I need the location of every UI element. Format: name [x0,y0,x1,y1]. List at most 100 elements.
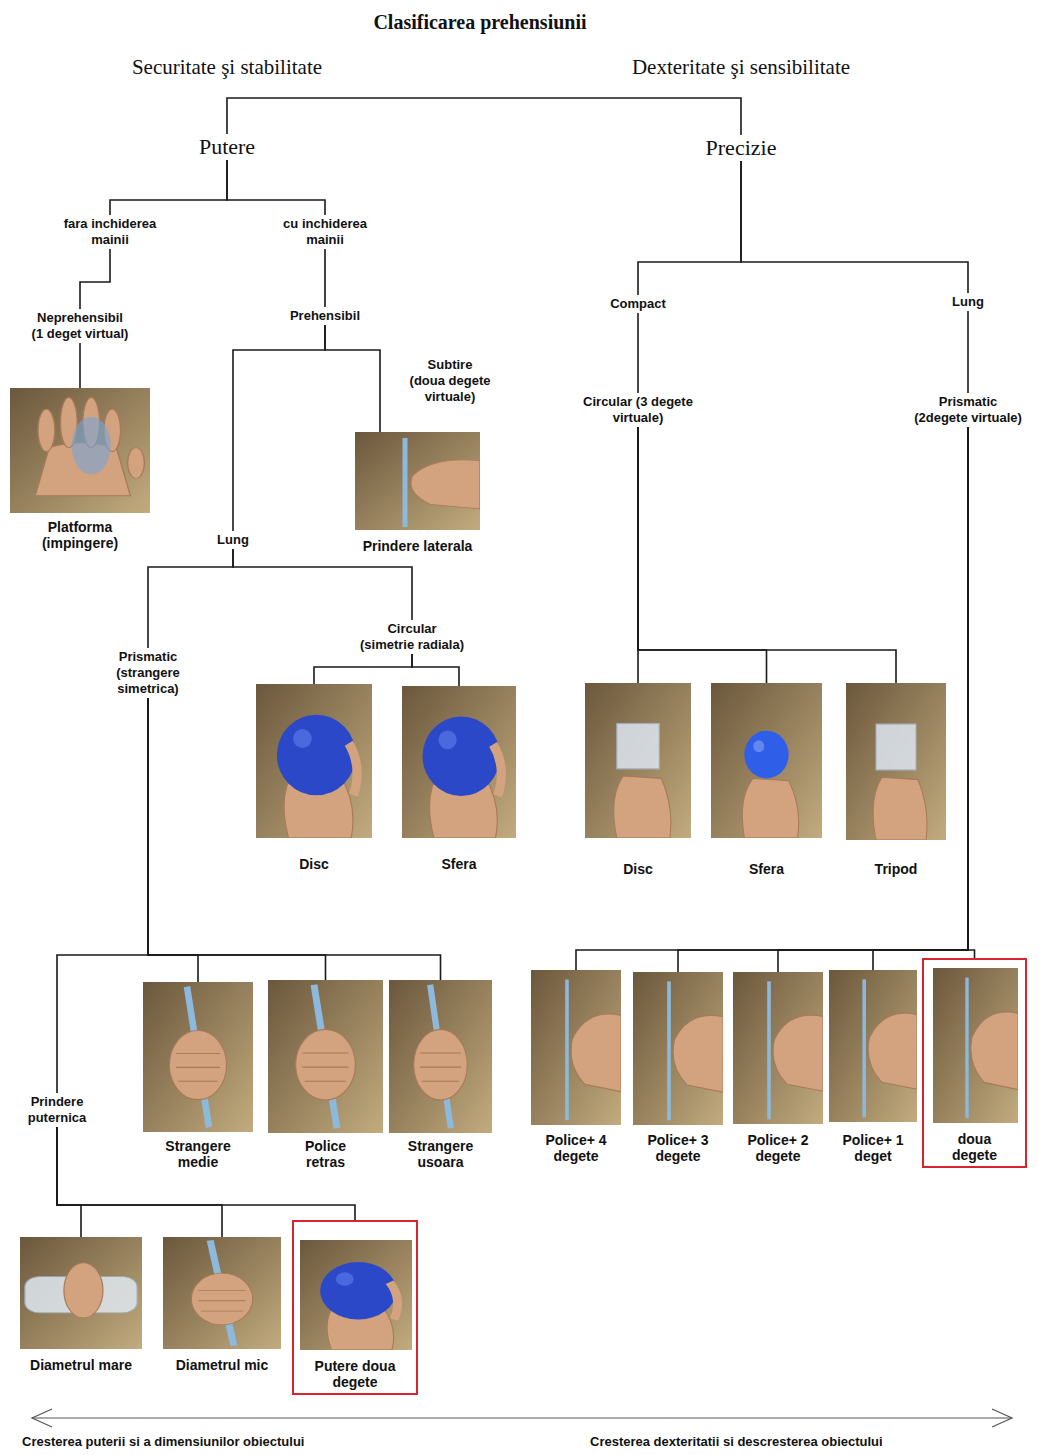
grasp-photo [355,432,480,530]
category-node: Prehensibil [287,307,363,325]
edge-label: Subtire (doua degete virtuale) [406,356,495,406]
photo-caption: Putere doua degete [310,1358,400,1390]
column-heading: Securitate şi stabilitate [132,55,322,79]
node-label: Putere [199,134,255,160]
tree-connector [233,325,325,531]
tree-connector [741,161,968,293]
grasp-photo [256,684,372,838]
axis-label: Cresterea dexteritatii si descresterea o… [590,1434,883,1450]
grasp-photo-node: Sfera [711,683,822,880]
category-node: Prismatic (strangere simetrica) [100,648,196,698]
category-node: Lung [214,531,252,549]
grasp-photo-node: Police retras [268,980,383,1173]
grasp-photo-node: Putere doua degete [292,1220,418,1395]
tree-connector [148,698,198,982]
category-node: Prindere puternica [19,1093,95,1127]
grasp-photo-node: Police+ 3 degete [633,972,723,1167]
category-node: cu inchiderea mainii [269,215,381,249]
grasp-photo [389,980,492,1133]
tree-connector [110,160,227,215]
photo-caption: Strangere usoara [393,1138,488,1170]
category-node: Neprehensibil (1 deget virtual) [28,309,133,343]
grasp-photo-node: Police+ 1 deget [829,970,917,1167]
tree-connector [148,698,441,980]
tree-connector [638,161,741,295]
grasp-photo [733,972,823,1124]
photo-caption: Police+ 4 degete [544,1132,608,1164]
photo-caption: Diametrul mic [163,1357,281,1373]
photo-caption: Police retras [286,1138,366,1170]
tree-connector [678,427,968,972]
node-label: Compact [610,296,666,312]
photo-caption: Sfera [404,856,514,872]
grasp-photo [585,683,691,838]
grasp-photo [711,683,822,838]
arrow-head [992,1409,1012,1427]
node-label: Prismatic (strangere simetrica) [103,649,193,697]
grasp-photo-node: Prindere laterala [355,432,480,557]
photo-caption: Police+ 3 degete [646,1132,710,1164]
category-node: Lung [949,293,987,311]
tree-connector [638,427,767,683]
tree-connector [967,311,969,393]
photo-caption: Disc [259,856,369,872]
tree-connector [80,249,110,309]
grasp-photo [163,1237,281,1349]
node-label: Prindere puternica [22,1094,92,1126]
grasp-photo [268,980,383,1133]
photo-caption: Police+ 2 degete [746,1132,810,1164]
tree-connector [324,249,326,307]
grasp-photo-node: Platforma (impingere) [10,388,150,554]
node-label: Circular (3 degete virtuale) [580,394,696,426]
grasp-photo [633,972,723,1125]
category-node: Circular (3 degete virtuale) [577,393,699,427]
grasp-photo-node: doua degete [922,958,1027,1168]
diagram-title: Clasificarea prehensiunii [373,10,586,34]
category-node: Prismatic (2degete virtuale) [909,393,1027,427]
grasp-photo-node: Police+ 4 degete [531,970,621,1167]
node-label: Circular (simetrie radiala) [359,621,465,653]
column-heading: Dexteritate şi sensibilitate [632,55,850,79]
tree-connector [57,1127,81,1237]
grasp-photo-node: Disc [256,684,372,875]
photo-caption: Tripod [846,861,946,877]
grasp-photo-node: Police+ 2 degete [733,972,823,1167]
node-label: Neprehensibil (1 deget virtual) [31,310,130,342]
category-node: Circular (simetrie radiala) [356,620,468,654]
tree-connector [873,427,968,970]
photo-caption: doua degete [943,1131,1007,1163]
grasp-photo [143,982,253,1132]
node-label: fara inchiderea mainii [57,216,163,248]
tree-connector [148,549,233,648]
tree-connector [412,654,459,686]
grasp-photo-node: Strangere usoara [389,980,492,1173]
tree-connector [637,313,639,393]
tree-connector [79,343,81,388]
photo-caption: Disc [585,861,691,877]
photo-caption: Diametrul mare [20,1357,142,1373]
category-node: Compact [607,295,669,313]
grasp-photo [20,1237,142,1349]
node-label: Prismatic (2degete virtuale) [912,394,1024,426]
tree-connector [325,325,380,432]
node-label: Lung [217,532,249,548]
grasp-photo [10,388,150,513]
grasp-photo-node: Strangere medie [143,982,253,1173]
grasp-photo-node: Diametrul mare [20,1237,142,1376]
grasp-photo [829,970,917,1122]
grasp-photo-node: Disc [585,683,691,880]
grasp-photo [300,1240,412,1350]
tree-connector [576,427,968,970]
grasp-photo-node: Tripod [846,683,946,880]
grasp-photo-node: Diametrul mic [163,1237,281,1376]
node-label: cu inchiderea mainii [272,216,378,248]
grasp-photo [846,683,946,840]
tree-connector [57,698,148,1093]
grasp-photo [402,686,516,838]
grasp-photo [531,970,621,1125]
node-label: Lung [952,294,984,310]
grasp-photo-node: Sfera [402,686,516,875]
photo-caption: Sfera [711,861,822,877]
node-label: Prehensibil [290,308,360,324]
tree-connector [638,427,896,683]
